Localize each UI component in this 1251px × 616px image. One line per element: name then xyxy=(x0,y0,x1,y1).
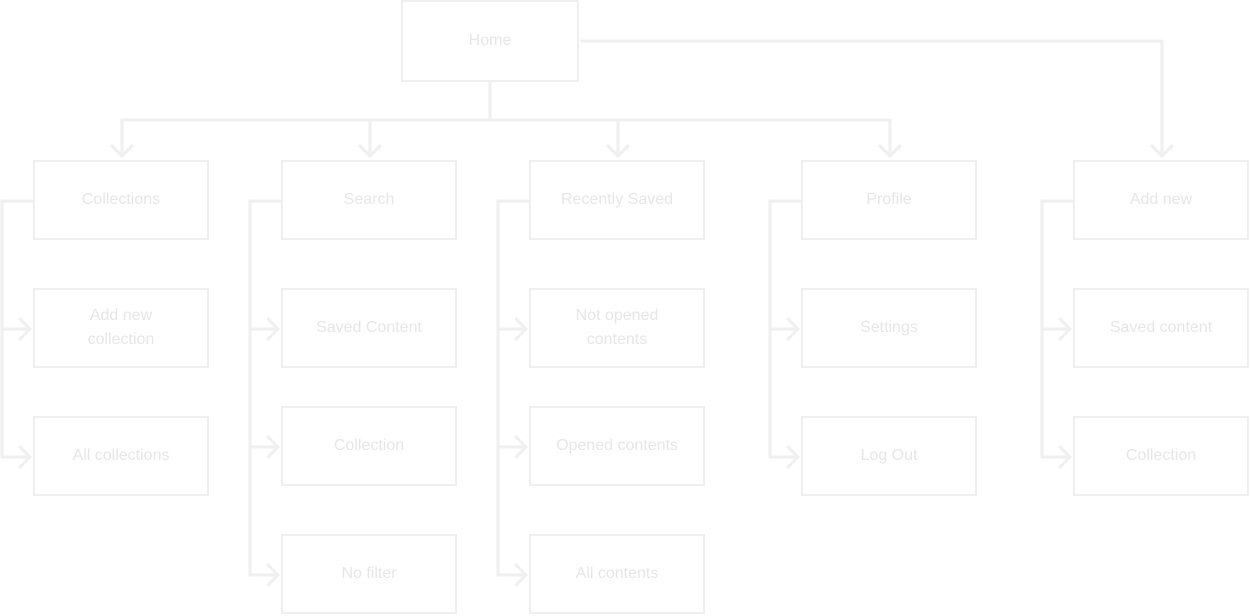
node-log-out-label: Log Out xyxy=(860,447,918,464)
node-all-contents-label: All contents xyxy=(575,565,659,582)
node-not-opened-contents: Not opened contents xyxy=(529,288,705,368)
connector-to-add-new-collection xyxy=(0,317,32,341)
node-add-new-label: Add new xyxy=(1129,191,1193,208)
node-profile: Profile xyxy=(801,160,977,240)
node-opened-contents-label: Opened contents xyxy=(556,437,678,454)
node-all-collections: All collections xyxy=(33,416,209,496)
node-all-collections-label: All collections xyxy=(72,447,170,464)
node-settings: Settings xyxy=(801,288,977,368)
connector-to-add-saved-content xyxy=(1040,317,1072,341)
node-search-collection: Collection xyxy=(281,406,457,486)
node-search-label: Search xyxy=(343,191,395,208)
connector-home-bus xyxy=(120,80,892,122)
connector-to-opened xyxy=(496,435,528,459)
node-collections-label: Collections xyxy=(81,191,161,208)
node-not-opened-contents-label: Not opened contents xyxy=(575,307,659,348)
connector-search-spine xyxy=(248,199,282,577)
connector-to-collections xyxy=(110,118,134,158)
node-add-collection: Collection xyxy=(1073,416,1249,496)
connector-to-profile xyxy=(878,118,902,158)
node-settings-label: Settings xyxy=(860,319,918,336)
connector-to-log-out xyxy=(768,445,800,469)
node-search-collection-label: Collection xyxy=(333,437,405,454)
connector-to-all-collections xyxy=(0,445,32,469)
connector-to-settings xyxy=(768,317,800,341)
node-add-new-collection-label: Add new collection xyxy=(87,307,155,348)
node-saved-content: Saved Content xyxy=(281,288,457,368)
connector-to-all-contents xyxy=(496,563,528,587)
node-add-new: Add new xyxy=(1073,160,1249,240)
connector-to-saved-content xyxy=(248,317,280,341)
node-search: Search xyxy=(281,160,457,240)
node-home: Home xyxy=(401,0,579,82)
node-no-filter-label: No filter xyxy=(341,565,397,582)
node-add-new-collection: Add new collection xyxy=(33,288,209,368)
node-saved-content-label: Saved Content xyxy=(316,319,422,336)
connector-add-new-spine xyxy=(1040,199,1074,459)
node-collections: Collections xyxy=(33,160,209,240)
connector-to-recently-saved xyxy=(606,118,630,158)
connector-recently-saved-spine xyxy=(496,199,530,577)
connector-to-not-opened xyxy=(496,317,528,341)
connector-profile-spine xyxy=(768,199,802,459)
node-recently-saved: Recently Saved xyxy=(529,160,705,240)
connector-to-add-collection xyxy=(1040,445,1072,469)
node-all-contents: All contents xyxy=(529,534,705,614)
connector-to-search-collection xyxy=(248,435,280,459)
node-profile-label: Profile xyxy=(866,191,912,208)
node-log-out: Log Out xyxy=(801,416,977,496)
node-home-label: Home xyxy=(468,32,512,49)
connector-collections-spine xyxy=(0,199,34,459)
connector-to-no-filter xyxy=(248,563,280,587)
node-add-saved-content-label: Saved content xyxy=(1109,319,1213,336)
connector-to-add-new xyxy=(580,39,1174,158)
node-opened-contents: Opened contents xyxy=(529,406,705,486)
node-add-collection-label: Collection xyxy=(1125,447,1197,464)
node-add-saved-content: Saved content xyxy=(1073,288,1249,368)
node-no-filter: No filter xyxy=(281,534,457,614)
connector-to-search xyxy=(358,118,382,158)
node-recently-saved-label: Recently Saved xyxy=(560,191,674,208)
